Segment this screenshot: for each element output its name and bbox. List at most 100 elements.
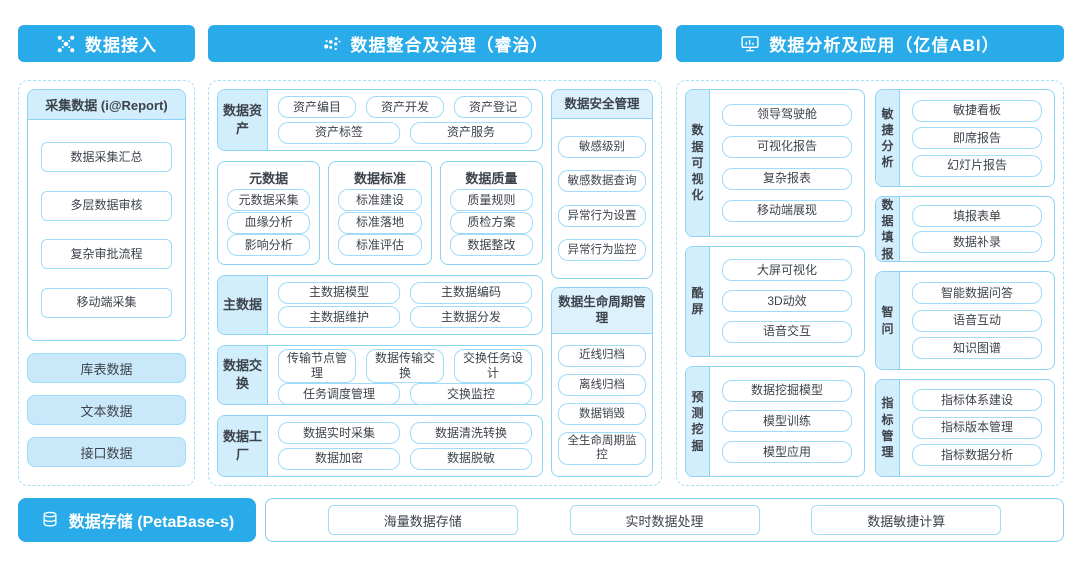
section-label: 酷屏 — [686, 246, 710, 356]
indicator-management-section: 指标管理 指标体系建设 指标版本管理 指标数据分析 — [875, 378, 1055, 477]
analysis-right-column: 敏捷分析 敏捷看板 即席报告 幻灯片报告 数据填报 填报表单 数据补录 智问 — [875, 89, 1055, 477]
node: 全生命周期监控 — [558, 432, 646, 465]
dots-cluster-icon — [322, 34, 342, 54]
header-label: 数据接入 — [85, 36, 157, 55]
node: 可视化报告 — [722, 135, 852, 158]
data-visualization-section: 数据可视化 领导驾驶舱 可视化报告 复杂报表 移动端展现 — [685, 89, 865, 237]
section-label: 智问 — [876, 272, 900, 369]
node: 质检方案 — [449, 211, 533, 234]
card-title: 数据标准 — [353, 170, 406, 186]
data-security-card: 数据安全管理 敏感级别 敏感数据查询 异常行为设置 异常行为监控 — [551, 89, 653, 279]
node: 移动端采集 — [41, 287, 172, 318]
header-data-governance: 数据整合及治理（睿治） — [208, 25, 662, 62]
node: 资产开发 — [366, 96, 444, 119]
node: 影响分析 — [227, 234, 311, 257]
node: 接口数据 — [27, 437, 186, 467]
data-lifecycle-card: 数据生命周期管理 近线归档 离线归档 数据销毁 全生命周期监控 — [551, 287, 653, 477]
data-filling-section: 数据填报 填报表单 数据补录 — [875, 196, 1055, 263]
node: 数据敏捷计算 — [811, 505, 1002, 535]
node: 敏感数据查询 — [558, 170, 646, 193]
data-governance-panel: 数据资产 资产编目 资产开发 资产登记 资产标签 资产服务 — [208, 80, 662, 486]
node: 敏捷看板 — [912, 99, 1042, 122]
node: 交换监控 — [410, 383, 532, 404]
node: 资产服务 — [410, 121, 532, 144]
data-quality-card: 数据质量 质量规则 质检方案 数据整改 — [439, 161, 543, 265]
storage-capability-box: 海量数据存储 实时数据处理 数据敏捷计算 — [265, 498, 1064, 542]
node: 任务调度管理 — [278, 383, 400, 404]
node: 海量数据存储 — [327, 505, 518, 535]
node: 即席报告 — [912, 127, 1042, 150]
node: 库表数据 — [27, 353, 186, 383]
section-label: 数据填报 — [876, 197, 900, 262]
node: 移动端展现 — [722, 199, 852, 222]
node: 血缘分析 — [227, 211, 311, 234]
node: 模型训练 — [722, 410, 852, 433]
governance-side-column: 数据安全管理 敏感级别 敏感数据查询 异常行为设置 异常行为监控 数据生命周期管… — [551, 89, 653, 477]
master-data-section: 主数据 主数据模型 主数据编码 主数据维护 主数据分发 — [217, 275, 543, 335]
nodes-icon — [56, 34, 76, 54]
header-label: 数据分析及应用（亿信ABI） — [769, 36, 1000, 55]
node: 敏感级别 — [558, 135, 646, 158]
capture-card-title: 采集数据 (i@Report) — [28, 90, 185, 120]
data-analysis-panel: 数据可视化 领导驾驶舱 可视化报告 复杂报表 移动端展现 酷屏 大屏可视化 3D… — [676, 80, 1064, 486]
cool-screen-section: 酷屏 大屏可视化 3D动效 语音交互 — [685, 245, 865, 357]
data-source-list: 库表数据 文本数据 接口数据 — [27, 353, 186, 467]
node: 标准评估 — [338, 234, 422, 257]
node: 数据挖掘模型 — [722, 379, 852, 402]
node: 大屏可视化 — [722, 259, 852, 282]
node: 数据整改 — [449, 234, 533, 257]
node: 模型应用 — [722, 441, 852, 464]
node: 幻灯片报告 — [912, 154, 1042, 177]
data-standard-card: 数据标准 标准建设 标准落地 标准评估 — [328, 161, 432, 265]
node: 知识图谱 — [912, 337, 1042, 360]
node: 主数据模型 — [278, 281, 400, 304]
section-label: 预测挖掘 — [686, 366, 710, 476]
card-title: 元数据 — [249, 170, 289, 186]
node: 异常行为设置 — [558, 204, 646, 227]
section-label: 主数据 — [218, 276, 268, 334]
section-label: 数据资产 — [218, 90, 268, 150]
node: 资产登记 — [454, 96, 532, 119]
node: 数据采集汇总 — [41, 142, 172, 173]
analysis-left-column: 数据可视化 领导驾驶舱 可视化报告 复杂报表 移动端展现 酷屏 大屏可视化 3D… — [685, 89, 865, 477]
node: 近线归档 — [558, 344, 646, 367]
node: 语音互动 — [912, 309, 1042, 332]
data-access-panel: 采集数据 (i@Report) 数据采集汇总 多层数据审核 复杂审批流程 移动端… — [18, 80, 195, 486]
node: 主数据编码 — [410, 281, 532, 304]
data-factory-section: 数据工厂 数据实时采集 数据清洗转换 数据加密 数据脱敏 — [217, 415, 543, 477]
node: 主数据分发 — [410, 306, 532, 329]
node: 异常行为监控 — [558, 239, 646, 262]
node: 数据传输交换 — [366, 349, 444, 383]
node: 数据实时采集 — [278, 422, 400, 445]
metadata-card: 元数据 元数据采集 血缘分析 影响分析 — [217, 161, 321, 265]
node: 指标版本管理 — [912, 416, 1042, 439]
section-label: 数据可视化 — [686, 90, 710, 236]
data-exchange-section: 数据交换 传输节点管理 数据传输交换 交换任务设计 任务调度管理 交换监控 — [217, 345, 543, 405]
node: 主数据维护 — [278, 306, 400, 329]
agile-analysis-section: 敏捷分析 敏捷看板 即席报告 幻灯片报告 — [875, 89, 1055, 188]
header-label: 数据整合及治理（睿治） — [350, 36, 549, 55]
header-data-access: 数据接入 — [18, 25, 195, 62]
monitor-chart-icon — [740, 34, 760, 54]
node: 实时数据处理 — [569, 505, 760, 535]
node: 文本数据 — [27, 395, 186, 425]
node: 3D动效 — [722, 290, 852, 313]
predictive-mining-section: 预测挖掘 数据挖掘模型 模型训练 模型应用 — [685, 365, 865, 477]
node: 复杂审批流程 — [41, 239, 172, 270]
node: 元数据采集 — [227, 189, 311, 212]
section-label: 数据交换 — [218, 346, 268, 404]
capture-card-items: 数据采集汇总 多层数据审核 复杂审批流程 移动端采集 — [28, 120, 185, 340]
node: 复杂报表 — [722, 167, 852, 190]
smart-qa-section: 智问 智能数据问答 语音互动 知识图谱 — [875, 271, 1055, 370]
capture-data-card: 采集数据 (i@Report) 数据采集汇总 多层数据审核 复杂审批流程 移动端… — [27, 89, 186, 341]
node: 智能数据问答 — [912, 282, 1042, 305]
node: 传输节点管理 — [278, 349, 356, 383]
node: 资产标签 — [278, 121, 400, 144]
node: 指标体系建设 — [912, 389, 1042, 412]
data-asset-section: 数据资产 资产编目 资产开发 资产登记 资产标签 资产服务 — [217, 89, 543, 151]
data-storage-header: 数据存储 (PetaBase-s) — [18, 498, 256, 542]
node: 离线归档 — [558, 373, 646, 396]
section-label: 数据工厂 — [218, 416, 268, 476]
node: 质量规则 — [449, 189, 533, 212]
node: 指标数据分析 — [912, 444, 1042, 467]
